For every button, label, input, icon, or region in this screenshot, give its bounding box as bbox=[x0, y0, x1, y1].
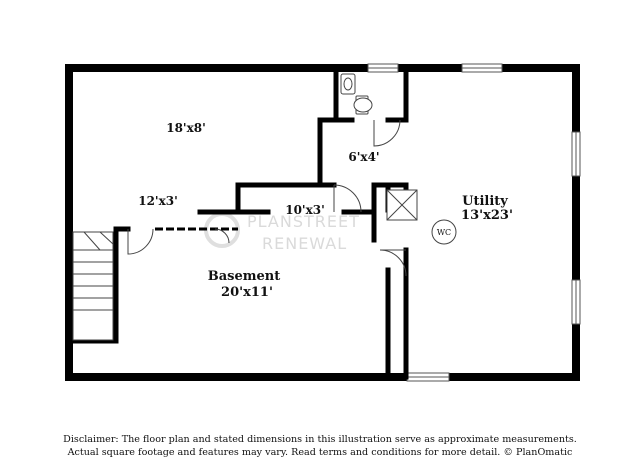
closet-dims: 10'x3' bbox=[285, 203, 325, 217]
sink-icon bbox=[340, 73, 356, 95]
door-bath bbox=[373, 119, 401, 147]
utility-name: Utility bbox=[462, 194, 508, 209]
door-basement bbox=[214, 228, 230, 244]
door-hallway bbox=[127, 228, 154, 255]
stairs bbox=[72, 231, 114, 341]
basement-dims: 20'x11' bbox=[221, 285, 273, 300]
door-swings bbox=[127, 119, 407, 277]
upper-room-dims: 18'x8' bbox=[166, 121, 206, 135]
windows bbox=[367, 63, 581, 382]
basement-name: Basement bbox=[208, 269, 280, 284]
door-closet bbox=[333, 184, 362, 213]
watermark: PLANSTREET RENEWAL bbox=[204, 212, 360, 253]
bathroom-dims: 6'x4' bbox=[348, 150, 379, 164]
utility-fixtures bbox=[386, 189, 457, 245]
utility-dims: 13'x23' bbox=[461, 208, 513, 223]
watermark-line1: PLANSTREET bbox=[247, 212, 360, 231]
toilet-bowl-icon bbox=[353, 97, 373, 113]
exterior-wall bbox=[65, 64, 580, 381]
bath-fixtures bbox=[340, 73, 373, 115]
watermark-line2: RENEWAL bbox=[262, 234, 347, 253]
wc-fixture-icon bbox=[431, 219, 457, 245]
interior-walls bbox=[66, 65, 409, 380]
door-utility bbox=[379, 249, 407, 277]
hallway-dims: 12'x3' bbox=[138, 194, 178, 208]
wc-label: WC bbox=[437, 228, 451, 237]
disclaimer: Disclaimer: The floor plan and stated di… bbox=[0, 433, 640, 459]
disclaimer-line2: Actual square footage and features may v… bbox=[67, 447, 573, 458]
disclaimer-line1: Disclaimer: The floor plan and stated di… bbox=[63, 434, 577, 445]
floor-plan: PLANSTREET RENEWAL bbox=[65, 63, 581, 382]
